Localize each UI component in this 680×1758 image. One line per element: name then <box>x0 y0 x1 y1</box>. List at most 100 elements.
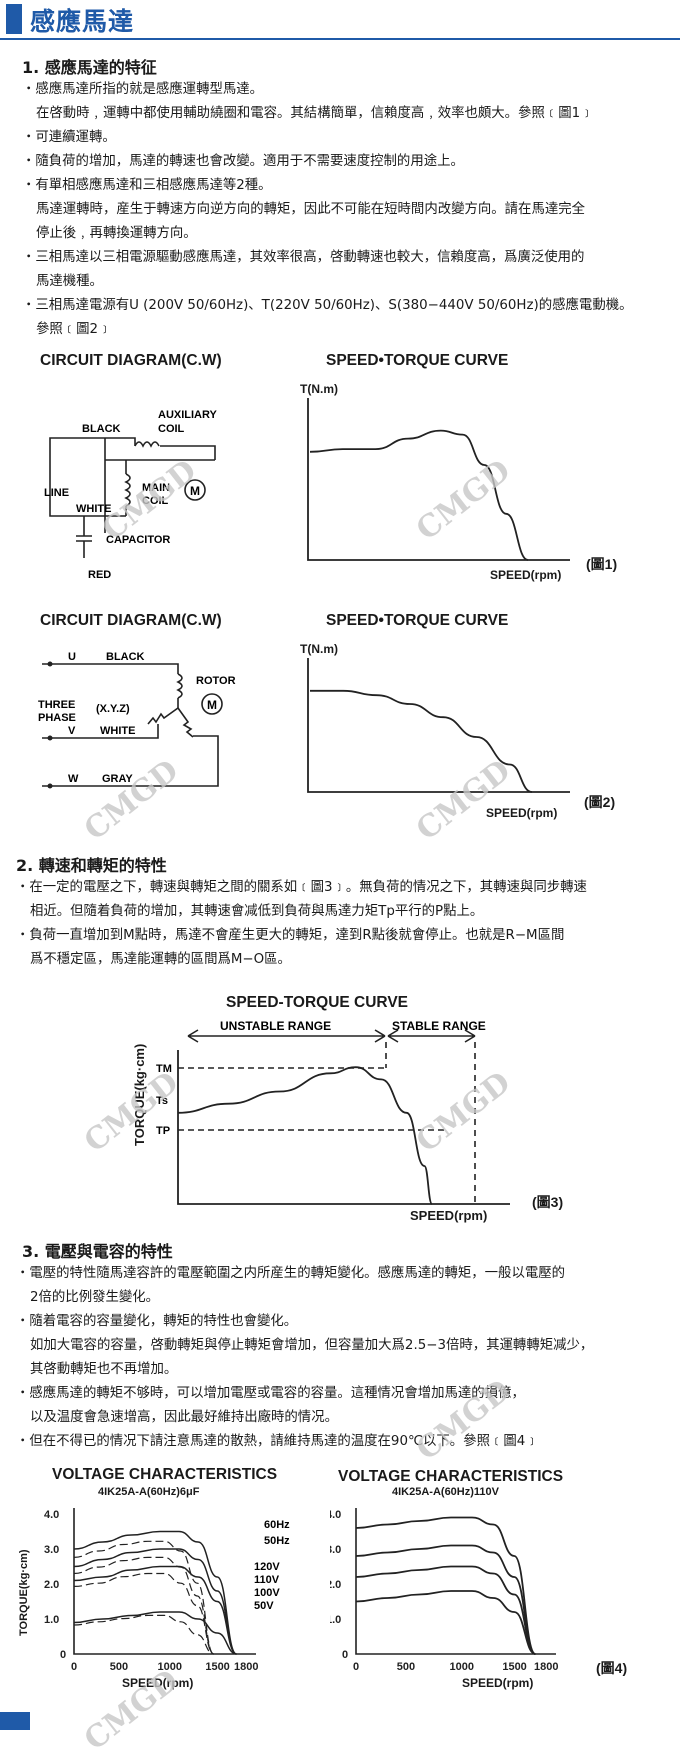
white-wire-label: WHITE <box>100 725 135 737</box>
fig2-curve-chart <box>307 658 570 793</box>
x-tick-label: 1500 <box>502 1661 526 1670</box>
fig1-curve-title: SPEED•TORQUE CURVE <box>326 352 509 369</box>
legend-100v: 100V <box>254 1587 280 1599</box>
fig4-left-x-axis-label: SPEED(rpm) <box>122 1676 194 1690</box>
y-tick-label: 1.0 <box>44 1614 59 1626</box>
dashed-50hz-line-0 <box>73 1540 215 1655</box>
fig1-circuit-diagram: AUXILIARY COIL BLACK LINE WHITE MAIN COI… <box>44 409 218 581</box>
stable-arrow <box>387 1029 476 1043</box>
motor-symbol: M <box>207 698 217 712</box>
section3-body: ・電壓的特性隨馬達容許的電壓範圍之内所産生的轉矩變化。感應馬達的轉矩，一般以電壓… <box>16 1262 593 1454</box>
fig1-caption: (圖1) <box>586 556 618 572</box>
s1-line: 停止後﹐再轉換運轉方向。 <box>36 226 197 241</box>
fig1-circuit-title: CIRCUIT DIAGRAM(C.W) <box>40 352 222 369</box>
fig4-caption: (圖4) <box>596 1660 628 1676</box>
fig2-circuit-diagram: U BLACK ROTOR M THREE PHASE (X.Y.Z) V WH… <box>38 651 236 789</box>
white-wire-label: WHITE <box>76 503 111 515</box>
fig1-x-axis-label: SPEED(rpm) <box>490 568 562 582</box>
black-wire-label: BLACK <box>106 651 145 663</box>
fig2-axes <box>307 658 570 793</box>
footer-accent <box>0 1712 30 1730</box>
fig3-series-line <box>177 1066 433 1205</box>
dashed-50hz-line-1 <box>73 1556 215 1655</box>
series-line-3 <box>355 1590 536 1655</box>
tp-label: TP <box>156 1125 170 1137</box>
y-tick-label: 0 <box>342 1649 348 1661</box>
x-tick-label: 0 <box>353 1661 359 1670</box>
s3-line: ・但在不得已的情况下請注意馬達的散熱，請維持馬達的温度在90℃以下。參照﹝圖4﹞ <box>16 1434 539 1449</box>
fig2-caption: (圖2) <box>584 794 616 810</box>
legend-50v: 50V <box>254 1600 274 1612</box>
section2-body: ・在一定的電壓之下，轉速與轉矩之間的關系如﹝圖3﹞。無負荷的情况之下，其轉速與同… <box>16 876 587 972</box>
y-tick-label: 1.0 <box>330 1614 341 1626</box>
fig3-caption: (圖3) <box>532 1194 564 1210</box>
fig2-x-axis-label: SPEED(rpm) <box>486 806 558 820</box>
red-wire-label: RED <box>88 569 111 581</box>
s3-line: 以及温度會急速增高，因此最好維持出廠時的情况。 <box>30 1410 338 1425</box>
v-terminal-label: V <box>68 725 76 737</box>
dashed-50hz-line-2 <box>73 1572 215 1655</box>
s2-line: 爲不穩定區，馬達能運轉的區間爲M−O區。 <box>30 952 291 967</box>
aux-label: AUXILIARY <box>158 409 218 421</box>
s2-line: ・負荷一直增加到M點時，馬達不會産生更大的轉矩，達到R點後就會停止。也就是R−M… <box>16 928 565 943</box>
fig4-right-subtitle: 4IK25A-A(60Hz)110V <box>392 1486 499 1498</box>
tm-label: TM <box>156 1063 172 1075</box>
s1-line: ・有單相感應馬達和三相感應馬達等2種。 <box>22 178 272 193</box>
x-tick-label: 500 <box>397 1661 415 1670</box>
unstable-range-label: UNSTABLE RANGE <box>220 1019 331 1033</box>
section3-heading: 3. 電壓與電容的特性 <box>22 1242 173 1261</box>
u-terminal-label: U <box>68 651 76 663</box>
phase-label: PHASE <box>38 712 76 724</box>
fig2-circuit-title: CIRCUIT DIAGRAM(C.W) <box>40 612 222 629</box>
legend-110v: 110V <box>254 1574 280 1586</box>
s1-line: 馬達機種。 <box>36 274 103 289</box>
fig4-left-y-axis-label: TORQUE(kg·cm) <box>18 1549 30 1636</box>
y-tick-label: 0 <box>60 1649 66 1661</box>
fig3-axes <box>177 1050 510 1205</box>
series-line-3 <box>73 1611 237 1655</box>
s1-line: 馬達運轉時，産生于轉速方向逆方向的轉矩，因此不可能在短時間内改變方向。請在馬達完… <box>36 202 586 217</box>
three-label: THREE <box>38 699 75 711</box>
y-tick-label: 4.0 <box>330 1509 341 1521</box>
title-accent-bar <box>6 4 22 34</box>
s1-line: ・三相馬達以三相電源驅動感應馬達，其效率很高，啓動轉速也較大，信賴度高，爲廣泛使… <box>22 250 585 265</box>
fig3-title: SPEED-TORQUE CURVE <box>226 994 409 1011</box>
s1-line: ・可連續運轉。 <box>22 130 116 145</box>
series-line-1 <box>73 1548 237 1655</box>
rotor-label: ROTOR <box>196 675 236 687</box>
s1-line: ・三相馬達電源有U (200V 50/60Hz)、T(220V 50/60Hz)… <box>22 298 633 313</box>
unstable-arrow <box>187 1029 386 1043</box>
s1-line: 參照﹝圖2﹞ <box>36 322 112 337</box>
fig1-series-line <box>309 429 529 561</box>
series-line-1 <box>355 1544 537 1655</box>
ts-label: Ts <box>156 1095 168 1107</box>
s1-line: ・感應馬達所指的就是感應運轉型馬達。 <box>22 82 264 97</box>
y-tick-label: 2.0 <box>330 1579 341 1591</box>
y-tick-label: 3.0 <box>330 1544 341 1556</box>
x-tick-label: 500 <box>110 1661 128 1670</box>
s3-line: 2倍的比例發生變化。 <box>30 1290 160 1305</box>
s2-line: ・在一定的電壓之下，轉速與轉矩之間的關系如﹝圖3﹞。無負荷的情况之下，其轉速與同… <box>16 880 587 895</box>
fig4-left-title: VOLTAGE CHARACTERISTICS <box>52 1466 278 1483</box>
line-label: LINE <box>44 487 69 499</box>
s1-line: 在啓動時﹐運轉中都使用輔助繞圈和電容。其結構簡單，信賴度高﹐效率也頗大。參照﹝圖… <box>36 106 594 121</box>
fig3-x-axis-label: SPEED(rpm) <box>410 1208 488 1223</box>
s3-line: ・電壓的特性隨馬達容許的電壓範圍之内所産生的轉矩變化。感應馬達的轉矩，一般以電壓… <box>16 1266 566 1281</box>
series-line-2 <box>73 1565 237 1655</box>
x-tick-label: 1800 <box>234 1661 258 1670</box>
fig3-chart: UNSTABLE RANGE STABLE RANGE TM Ts TP <box>156 1019 510 1205</box>
x-tick-label: 1000 <box>158 1661 182 1670</box>
capacitor-label: CAPACITOR <box>106 534 170 546</box>
title-rule <box>0 38 680 40</box>
page-title: 感應馬達 <box>30 7 135 36</box>
section1-body: ・感應馬達所指的就是感應運轉型馬達。 在啓動時﹐運轉中都使用輔助繞圈和電容。其結… <box>22 78 633 342</box>
aux-coil-label: COIL <box>158 423 185 435</box>
w-terminal-label: W <box>68 773 79 785</box>
series-line-0 <box>355 1516 537 1655</box>
x-tick-label: 0 <box>71 1661 77 1670</box>
s3-line: ・感應馬達的轉矩不够時，可以增加電壓或電容的容量。這種情况會增加馬達的損億， <box>16 1386 525 1401</box>
section1-heading: 1. 感應馬達的特征 <box>22 58 157 77</box>
s3-line: ・隨着電容的容量變化，轉矩的特性也會變化。 <box>16 1314 298 1329</box>
series-line-0 <box>73 1530 238 1655</box>
